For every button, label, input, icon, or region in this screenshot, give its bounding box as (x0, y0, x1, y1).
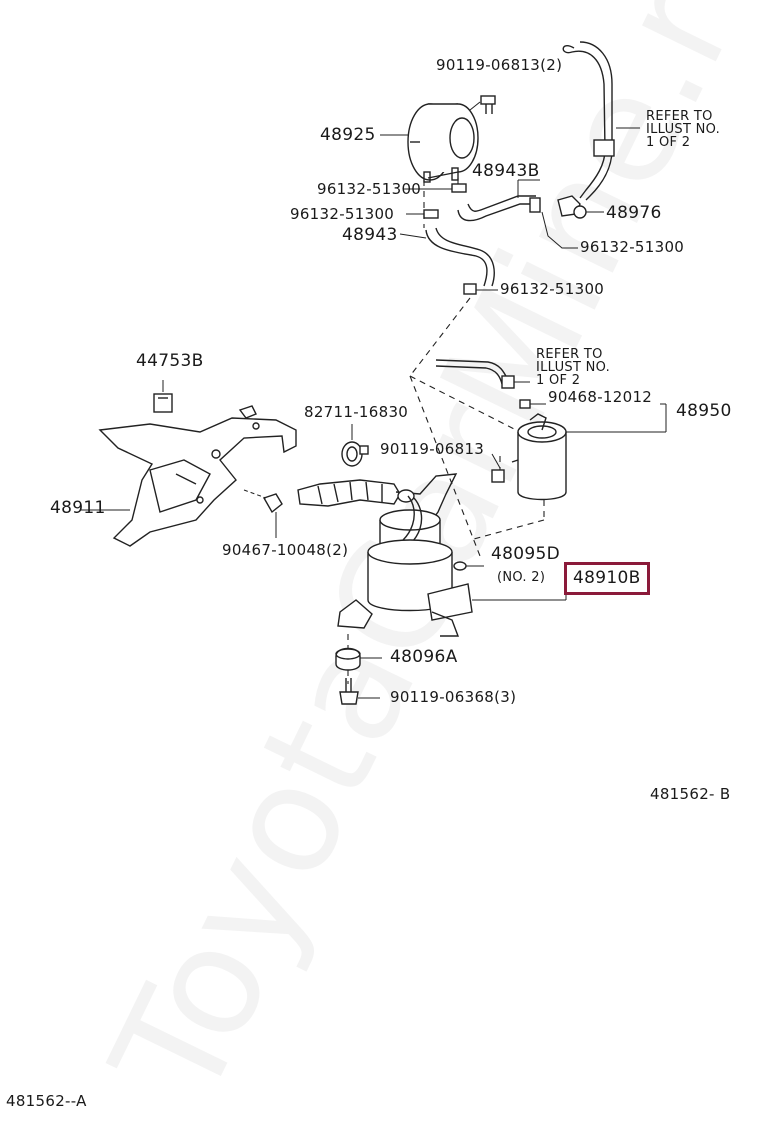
label-48095D: 48095D (491, 544, 560, 564)
label-44753B: 44753B (136, 351, 204, 371)
label-refer-to-illust-mid: REFER TO ILLUST NO. 1 OF 2 (536, 347, 611, 388)
leader-lines (380, 134, 452, 239)
clip-96132-a-part (451, 183, 467, 193)
clip-90467-part (243, 489, 283, 538)
hose-48943B-part (457, 179, 541, 222)
label-48976: 48976 (606, 203, 662, 223)
label-90119-06813-mid: 90119-06813 (380, 440, 485, 458)
label-48911: 48911 (50, 498, 106, 518)
filter-48950-part (511, 399, 667, 501)
connector-48976-part (557, 195, 604, 219)
bolt-90119-06813-mid-part (491, 453, 505, 483)
bolt-90119-06813-part (469, 95, 496, 114)
bracket-44753B-part (153, 380, 173, 413)
clip-96132-b-part (423, 209, 439, 219)
label-90119-06368-3: 90119-06368(3) (390, 688, 517, 706)
compressor-48910B-part (297, 473, 567, 637)
label-90468-12012: 90468-12012 (548, 388, 653, 406)
label-48910B-highlighted[interactable]: 48910B (564, 562, 650, 595)
label-96132-51300-c: 96132-51300 (580, 238, 685, 256)
label-96132-51300-b: 96132-51300 (290, 205, 395, 223)
label-96132-51300-a: 96132-51300 (317, 180, 422, 198)
bracket-48911-part (80, 405, 297, 547)
label-82711-16830: 82711-16830 (304, 403, 409, 421)
label-90467-10048-2: 90467-10048(2) (222, 541, 349, 559)
label-90119-06813-2: 90119-06813(2) (436, 56, 563, 74)
label-96132-51300-d: 96132-51300 (500, 280, 605, 298)
label-no-2: (NO. 2) (497, 570, 546, 585)
vacuum-pump-48925-part (407, 103, 479, 183)
label-481562-B: 481562- B (650, 785, 731, 803)
hose-refer-mid-part (435, 359, 530, 389)
assembly-dashed-lines (347, 178, 545, 684)
clamp-82711-part (341, 424, 369, 467)
hose-48943-part (425, 227, 498, 295)
grommet-48096A-part (335, 647, 382, 671)
label-48950: 48950 (676, 401, 732, 421)
label-481562-A: 481562--A (6, 1092, 87, 1110)
bolt-90119-06368-part (339, 678, 380, 705)
oring-48095D-part (453, 561, 484, 571)
label-48943: 48943 (342, 225, 398, 245)
label-48925: 48925 (320, 125, 376, 145)
hose-upper-right-part (562, 41, 640, 201)
label-48096A: 48096A (390, 647, 458, 667)
label-48943B: 48943B (472, 161, 540, 181)
label-refer-to-illust-top: REFER TO ILLUST NO. 1 OF 2 (646, 109, 721, 150)
